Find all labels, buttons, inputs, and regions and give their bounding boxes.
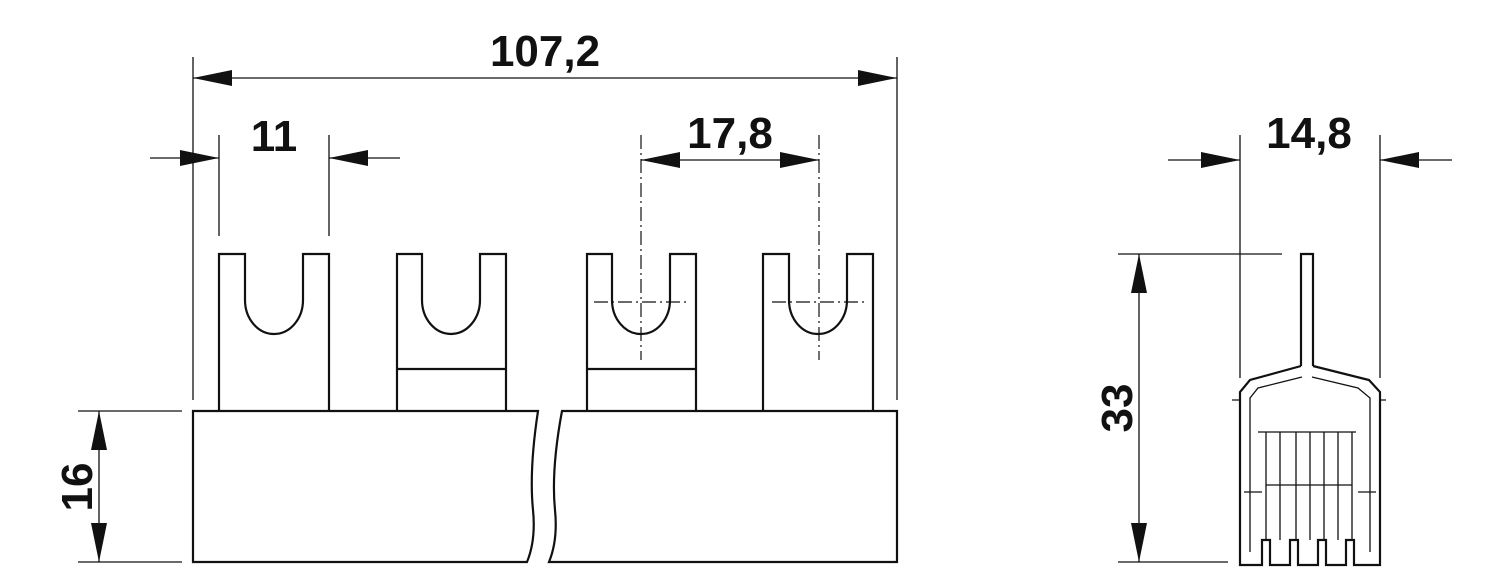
dimension-label-overall-length: 107,2 bbox=[490, 27, 600, 76]
arrowhead bbox=[1131, 523, 1147, 562]
busbar-base-right bbox=[547, 409, 899, 564]
arrowhead bbox=[1131, 254, 1147, 293]
front-view: 107,2 11 17,8 16 bbox=[53, 27, 899, 564]
arrowhead bbox=[1201, 152, 1240, 168]
side-outer-profile bbox=[1238, 364, 1382, 567]
side-inner-profile bbox=[1249, 376, 1371, 552]
side-view: 14,8 33 bbox=[1093, 109, 1452, 567]
arrowhead bbox=[780, 152, 819, 168]
arrowhead bbox=[180, 150, 219, 166]
dimension-side-height: 33 bbox=[1093, 253, 1282, 563]
dimension-pitch: 17,8 bbox=[641, 109, 819, 168]
dimension-side-width: 14,8 bbox=[1168, 109, 1452, 378]
dimension-label-pitch: 17,8 bbox=[687, 109, 773, 158]
arrowhead bbox=[193, 70, 232, 86]
dimension-label-side-height: 33 bbox=[1093, 384, 1142, 433]
arrowhead bbox=[641, 152, 680, 168]
dimension-label-base-height: 16 bbox=[53, 463, 102, 512]
side-inner-ribs bbox=[1232, 399, 1386, 493]
fork-4 bbox=[761, 252, 875, 411]
arrowhead bbox=[329, 150, 368, 166]
arrowhead bbox=[91, 411, 107, 450]
dimension-label-fork-width: 11 bbox=[251, 112, 298, 161]
arrowhead bbox=[1380, 152, 1419, 168]
dimension-fork-width: 11 bbox=[150, 112, 400, 236]
fork-1 bbox=[217, 252, 331, 411]
arrowhead bbox=[91, 523, 107, 562]
dimension-base-height: 16 bbox=[53, 410, 182, 563]
dimension-overall-length: 107,2 bbox=[192, 27, 898, 400]
side-blade bbox=[1299, 252, 1315, 366]
fork-2 bbox=[395, 252, 508, 411]
busbar-base-left bbox=[191, 409, 540, 564]
side-inner-shelf bbox=[1258, 431, 1356, 540]
dimension-label-side-width: 14,8 bbox=[1266, 109, 1352, 158]
arrowhead bbox=[858, 70, 897, 86]
